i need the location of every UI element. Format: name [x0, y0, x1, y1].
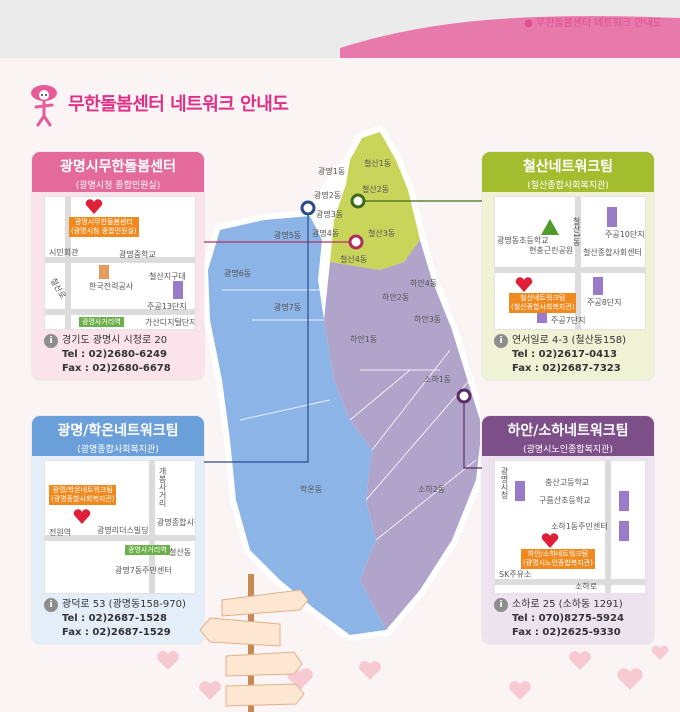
- label-gm5: 광명5동: [274, 230, 301, 240]
- card-gwangmyeong-map-tag: 광명/학온네트워크팀(광명종합사회복지관): [49, 485, 117, 505]
- card-gwangmyeong-subtitle: (광명종합사회복지관): [77, 445, 159, 455]
- page-title: 무한돌봄센터 네트워크 안내도: [68, 94, 289, 115]
- card-cheolsan-title: 철산네트워크팀: [522, 159, 614, 175]
- card-hayan-map: 충산고등학교 구름산초등학교 소하1동주민센터 하안/소하네트워크팀(광명시노인…: [494, 460, 646, 594]
- marker-gwangmyeong: [300, 200, 316, 216]
- card-main-map-tag: 광명시무한돌봄센터(광명시청 종합민원실): [69, 217, 139, 237]
- label-gm6: 광명6동: [224, 268, 251, 278]
- card-gwangmyeong: 광명/학온네트워크팀 (광명종합사회복지관) 광명/학온네트워크팀(광명종합사회…: [32, 416, 204, 644]
- label-cs4: 철산4동: [340, 254, 367, 264]
- card-cheolsan: 철산네트워크팀 (철산종합사회복지관) 광명동초등학교 현충근린공원 철산종합사…: [482, 152, 654, 380]
- card-main-header: 광명시무한돌봄센터 (광명시청 종합민원실): [32, 152, 204, 192]
- card-hayan-title: 하안/소하네트워크팀: [507, 423, 629, 439]
- card-hayan-map-tag: 하안/소하네트워크팀(광명시노인종합복지관): [521, 549, 595, 569]
- card-cheolsan-map: 광명동초등학교 현충근린공원 철산종합사회센터 주공10단지 주공8단지 주공7…: [494, 196, 646, 330]
- label-ha1: 하안1동: [350, 334, 377, 344]
- card-gwangmyeong-header: 광명/학온네트워크팀 (광명종합사회복지관): [32, 416, 204, 456]
- label-cs3: 철산3동: [368, 228, 395, 238]
- heart-icon: [541, 533, 559, 548]
- card-hayan: 하안/소하네트워크팀 (광명시노인종합복지관) 충산고등학교 구름산초등학교 소…: [482, 416, 654, 644]
- card-gwangmyeong-map: 광명/학온네트워크팀(광명종합사회복지관) 전원역 광명리더스빌딩 광명종합시장…: [44, 460, 196, 594]
- label-so1: 소하1동: [424, 374, 451, 384]
- breadcrumb: ● 무한돌봄센터 네트워크 안내도: [524, 18, 662, 29]
- card-cheolsan-map-tag: 철산네트워크팀(철산종합사회복지관): [509, 293, 577, 313]
- info-circle-icon: i: [44, 598, 58, 612]
- card-main-title: 광명시무한돌봄센터: [60, 159, 176, 175]
- label-gm3: 광명3동: [316, 209, 343, 219]
- card-hayan-subtitle: (광명시노인종합복지관): [523, 445, 613, 455]
- label-gm2: 광명2동: [314, 190, 341, 200]
- card-hayan-header: 하안/소하네트워크팀 (광명시노인종합복지관): [482, 416, 654, 456]
- label-gm7: 광명7동: [274, 302, 301, 312]
- card-gwangmyeong-title: 광명/학온네트워크팀: [57, 423, 179, 439]
- card-main-center: 광명시무한돌봄센터 (광명시청 종합민원실) 광명시무한돌봄센터(광명시청 종합…: [32, 152, 204, 380]
- heart-icon: [73, 509, 91, 524]
- card-main-map: 광명시무한돌봄센터(광명시청 종합민원실) 시민회관 한국전력공사 광명중학교 …: [44, 196, 196, 330]
- label-cs2: 철산2동: [362, 184, 389, 194]
- label-gm4: 광명4동: [312, 228, 339, 238]
- label-so2: 소하2동: [418, 484, 445, 494]
- info-circle-icon: i: [44, 334, 58, 348]
- label-ha2: 하안2동: [382, 292, 409, 302]
- bottom-decoration: [157, 574, 669, 712]
- card-cheolsan-subtitle: (철산종합사회복지관): [527, 181, 609, 191]
- marker-hayan: [456, 388, 472, 404]
- marker-cheolsan: [350, 193, 366, 209]
- tree-icon: [541, 219, 559, 235]
- heart-icon: [85, 199, 103, 214]
- region-gwangmyeong-hakon: [208, 216, 386, 635]
- info-circle-icon: i: [494, 598, 508, 612]
- label-ha4: 하안4동: [410, 278, 437, 288]
- region-hayan-soha: [324, 240, 480, 630]
- label-cs1: 철산1동: [364, 158, 391, 168]
- mascot-icon: [31, 85, 57, 127]
- top-wave-decoration: [0, 16, 680, 80]
- marker-main: [348, 234, 364, 250]
- label-ho: 학온동: [300, 484, 322, 494]
- card-main-subtitle: (광명시청 종합민원실): [75, 181, 161, 191]
- heart-icon: [515, 277, 533, 292]
- label-ha3: 하안3동: [414, 314, 441, 324]
- label-gm1: 광명1동: [318, 166, 345, 176]
- info-circle-icon: i: [494, 334, 508, 348]
- card-cheolsan-header: 철산네트워크팀 (철산종합사회복지관): [482, 152, 654, 192]
- district-map: 광명1동 철산1동 철산2동 광명2동 광명3동 광명4동 광명5동 철산3동 …: [202, 126, 480, 641]
